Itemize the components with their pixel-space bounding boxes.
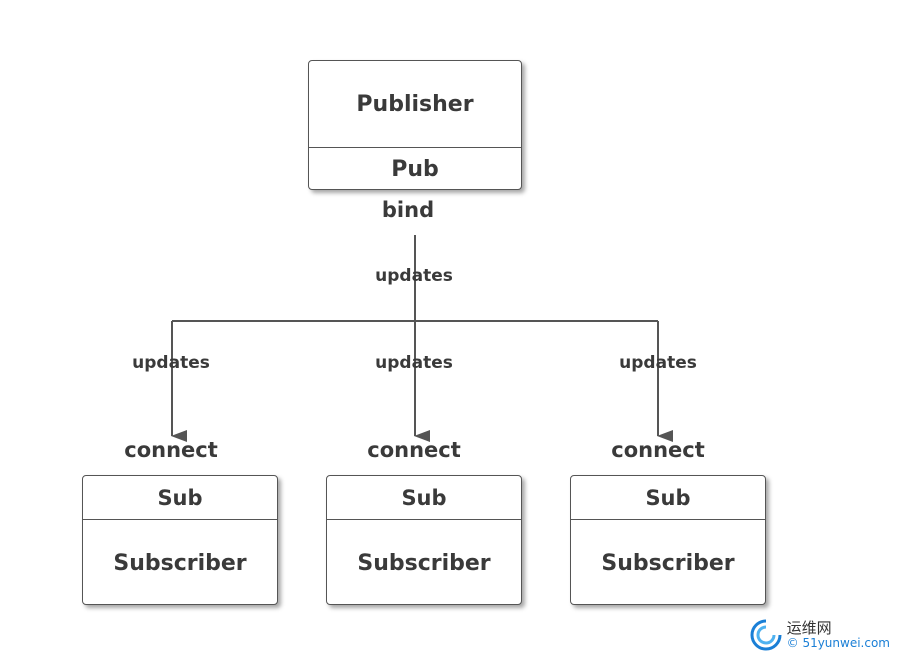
updates-label-center-top: updates — [375, 266, 453, 286]
publisher-node: Publisher Pub — [308, 60, 522, 190]
publisher-socket: Pub — [309, 147, 521, 189]
bind-label: bind — [381, 198, 435, 222]
connect-label-right: connect — [611, 438, 705, 462]
watermark-domain: 51yunwei.com — [802, 635, 890, 650]
subscriber-name: Subscriber — [83, 519, 277, 604]
subscriber-name: Subscriber — [327, 519, 521, 604]
connect-label-middle: connect — [367, 438, 461, 462]
subscriber-node-left: Sub Subscriber — [82, 475, 278, 605]
subscriber-socket: Sub — [157, 485, 203, 510]
updates-label-middle: updates — [375, 353, 453, 373]
watermark-logo-icon — [750, 619, 782, 651]
watermark: 运维网 © 51yunwei.com — [749, 618, 890, 652]
subscriber-name: Subscriber — [571, 519, 765, 604]
watermark-title: 运维网 — [786, 618, 832, 637]
watermark-symbol: © — [786, 635, 799, 650]
subscriber-node-right: Sub Subscriber — [570, 475, 766, 605]
connect-label-left: connect — [124, 438, 218, 462]
updates-label-left: updates — [132, 353, 210, 373]
publisher-name: Publisher — [356, 91, 474, 117]
subscriber-node-middle: Sub Subscriber — [326, 475, 522, 605]
subscriber-socket: Sub — [645, 485, 691, 510]
subscriber-socket: Sub — [401, 485, 447, 510]
updates-label-right: updates — [619, 353, 697, 373]
